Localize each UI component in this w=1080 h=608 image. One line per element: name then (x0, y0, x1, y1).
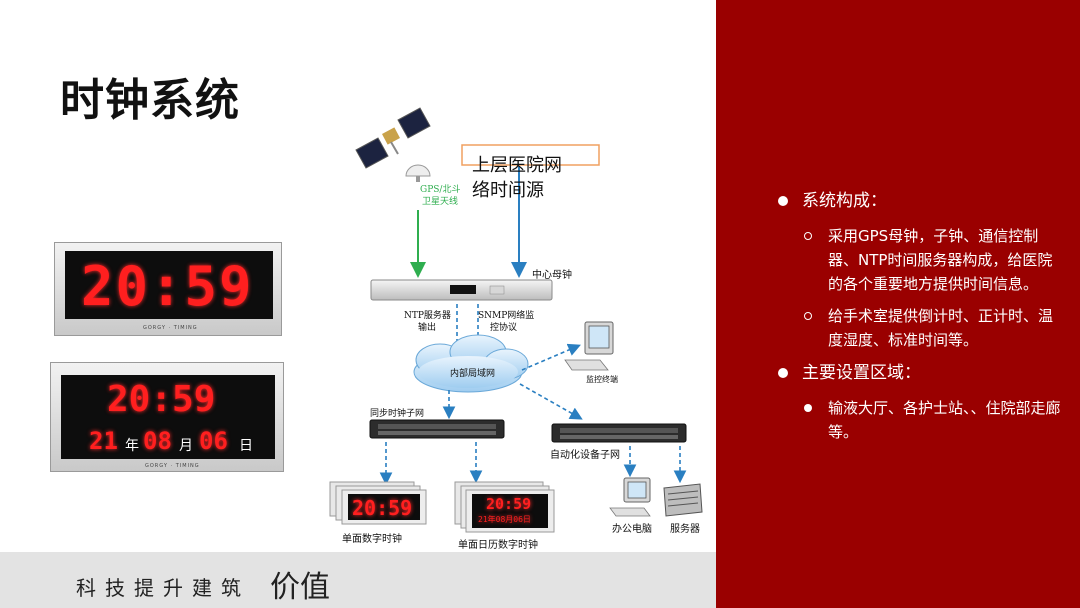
ntp-output-label-line2: 输出 (418, 323, 437, 333)
bullet-areas-item1: 输液大厅、各护士站、、住院部走廊等。 (774, 396, 1064, 444)
automation-subnet-label: 自动化设备子网 (550, 450, 620, 461)
snmp-label-line1: SNMP网络监 (478, 311, 535, 321)
upper-source-label-line2: 络时间源 (472, 180, 544, 201)
bullet-composition: 系统构成： (774, 188, 1064, 214)
small-calendar-clock-date: 21年08月06日 (478, 515, 531, 524)
office-pc-icon (609, 477, 651, 517)
footer-band (0, 552, 716, 608)
master-clock-device (370, 279, 553, 301)
satellite-icon (355, 107, 431, 169)
calendar-clock-panel: 20:59 21 年 08 月 06 日 GORGY · TIMING (50, 362, 284, 472)
system-diagram (329, 107, 703, 533)
digital-clock-panel: 20:59 GORGY · TIMING (54, 242, 282, 336)
server-icon (663, 483, 703, 517)
single-digital-clock-icon (329, 481, 427, 525)
lan-label: 内部局域网 (450, 369, 496, 379)
bullet-list: 系统构成： 采用GPS母钟，子钟、通信控制器、NTP时间服务器构成，给医院的各个… (774, 188, 1064, 452)
right-info-panel (716, 0, 1080, 608)
calendar-clock-time: 20:59 (107, 379, 216, 420)
calendar-year-digits: 21 (89, 427, 118, 455)
bullet-composition-item1-text: 采用GPS母钟，子钟、通信控制器、NTP时间服务器构成，给医院的各个重要地方提供… (828, 227, 1053, 293)
bullet-composition-item2: 给手术室提供倒计时、正计时、温度湿度、标准时间等。 (774, 304, 1064, 352)
monitor-terminal-label: 监控终端 (586, 375, 618, 384)
bullet-areas: 主要设置区域： (774, 360, 1064, 386)
bullet-composition-item2-text: 给手术室提供倒计时、正计时、温度湿度、标准时间等。 (828, 307, 1054, 349)
sync-subnet-label: 同步时钟子网 (370, 409, 425, 419)
gps-antenna-icon (405, 164, 431, 182)
footer-slogan: 科技提升建筑 (76, 576, 250, 600)
calendar-year-unit: 年 (125, 438, 139, 454)
small-digital-clock-time: 20:59 (352, 496, 413, 520)
bullet-dot-icon (778, 196, 788, 206)
clock-brand-mark: GORGY · TIMING (143, 325, 198, 331)
calendar-day-digits: 06 (199, 427, 228, 455)
footer-slogan-emphasis: 价值 (270, 570, 330, 605)
bullet-dot-icon (804, 404, 812, 412)
office-pc-label: 办公电脑 (612, 524, 652, 535)
calendar-day-unit: 日 (239, 438, 253, 454)
single-calendar-clock-icon (454, 481, 555, 533)
bullet-composition-item1: 采用GPS母钟，子钟、通信控制器、NTP时间服务器构成，给医院的各个重要地方提供… (774, 224, 1064, 296)
single-calendar-clock-label: 单面日历数字时钟 (458, 540, 538, 551)
snmp-label-line2: 控协议 (490, 323, 518, 333)
bullet-composition-title: 系统构成： (802, 191, 887, 211)
gps-label-line1: GPS/北斗 (420, 185, 461, 195)
calendar-clock-face (61, 375, 275, 459)
automation-switch-device (551, 423, 687, 443)
sync-switch-device (369, 419, 505, 439)
upper-source-label-line1: 上层医院网 (472, 155, 562, 176)
calendar-month-digits: 08 (143, 427, 172, 455)
small-calendar-clock-time: 20:59 (486, 495, 532, 513)
slide-title: 时钟系统 (60, 75, 240, 126)
bullet-ring-icon (804, 312, 812, 320)
digital-clock-time: 20:59 (81, 255, 254, 318)
upper-source-box (461, 144, 600, 166)
bullet-ring-icon (804, 232, 812, 240)
gps-label-line2: 卫星天线 (422, 197, 459, 207)
master-clock-label: 中心母钟 (532, 270, 572, 281)
lan-cloud (413, 334, 529, 393)
ntp-output-label-line1: NTP服务器 (404, 311, 451, 321)
bullet-dot-icon (778, 368, 788, 378)
monitor-terminal-icon (564, 321, 614, 371)
server-label: 服务器 (670, 524, 700, 535)
clock-brand-mark: GORGY · TIMING (145, 463, 200, 469)
calendar-month-unit: 月 (179, 438, 193, 454)
single-digital-clock-label: 单面数字时钟 (342, 534, 402, 545)
bullet-areas-title: 主要设置区域： (802, 363, 921, 383)
digital-clock-face (65, 251, 273, 319)
bullet-areas-item1-text: 输液大厅、各护士站、、住院部走廊等。 (828, 399, 1061, 441)
